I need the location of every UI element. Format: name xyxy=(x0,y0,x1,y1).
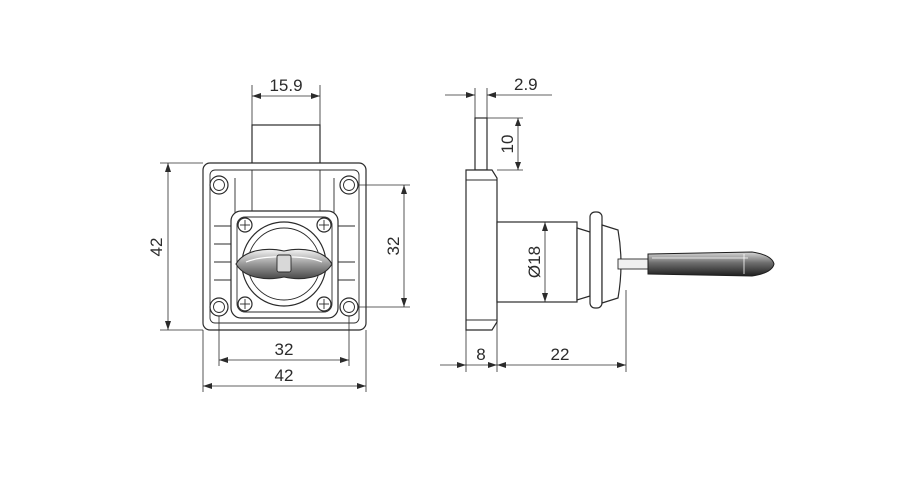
dim-overall-width: 42 xyxy=(275,366,294,385)
front-view xyxy=(202,124,367,331)
key-handle xyxy=(647,251,775,277)
lock-body-side xyxy=(465,169,498,331)
knob-center xyxy=(276,254,292,273)
screw-head xyxy=(316,217,332,233)
dim-bolt-projection: 10 xyxy=(498,135,517,154)
dimensions-front: 15.9 42 32 32 42 xyxy=(147,76,410,392)
cylinder-collar xyxy=(576,227,591,301)
screw-head xyxy=(237,296,253,312)
screw-head xyxy=(237,217,253,233)
collar-ring xyxy=(589,211,603,309)
side-view xyxy=(465,117,775,331)
dim-bolt-thickness: 2.9 xyxy=(514,75,538,94)
dim-cylinder-length: 22 xyxy=(551,345,570,364)
housing-inner-frame xyxy=(209,169,360,324)
mounting-hole xyxy=(339,175,359,195)
mounting-hole xyxy=(339,297,359,317)
dim-screw-spacing-vertical: 32 xyxy=(384,237,403,256)
screw-head xyxy=(316,296,332,312)
mounting-hole xyxy=(209,297,229,317)
mounting-hole xyxy=(209,175,229,195)
dim-top-width: 15.9 xyxy=(269,76,302,95)
dim-overall-height: 42 xyxy=(147,238,166,257)
dimensions-side: 2.9 10 Ø18 8 22 xyxy=(440,75,627,372)
dim-flange-depth: 8 xyxy=(476,345,485,364)
dim-screw-spacing-horizontal: 32 xyxy=(275,340,294,359)
dim-cylinder-diameter: Ø18 xyxy=(525,246,544,278)
bolt-top xyxy=(251,124,321,166)
bolt-side xyxy=(474,117,488,171)
key-shaft xyxy=(617,258,649,270)
